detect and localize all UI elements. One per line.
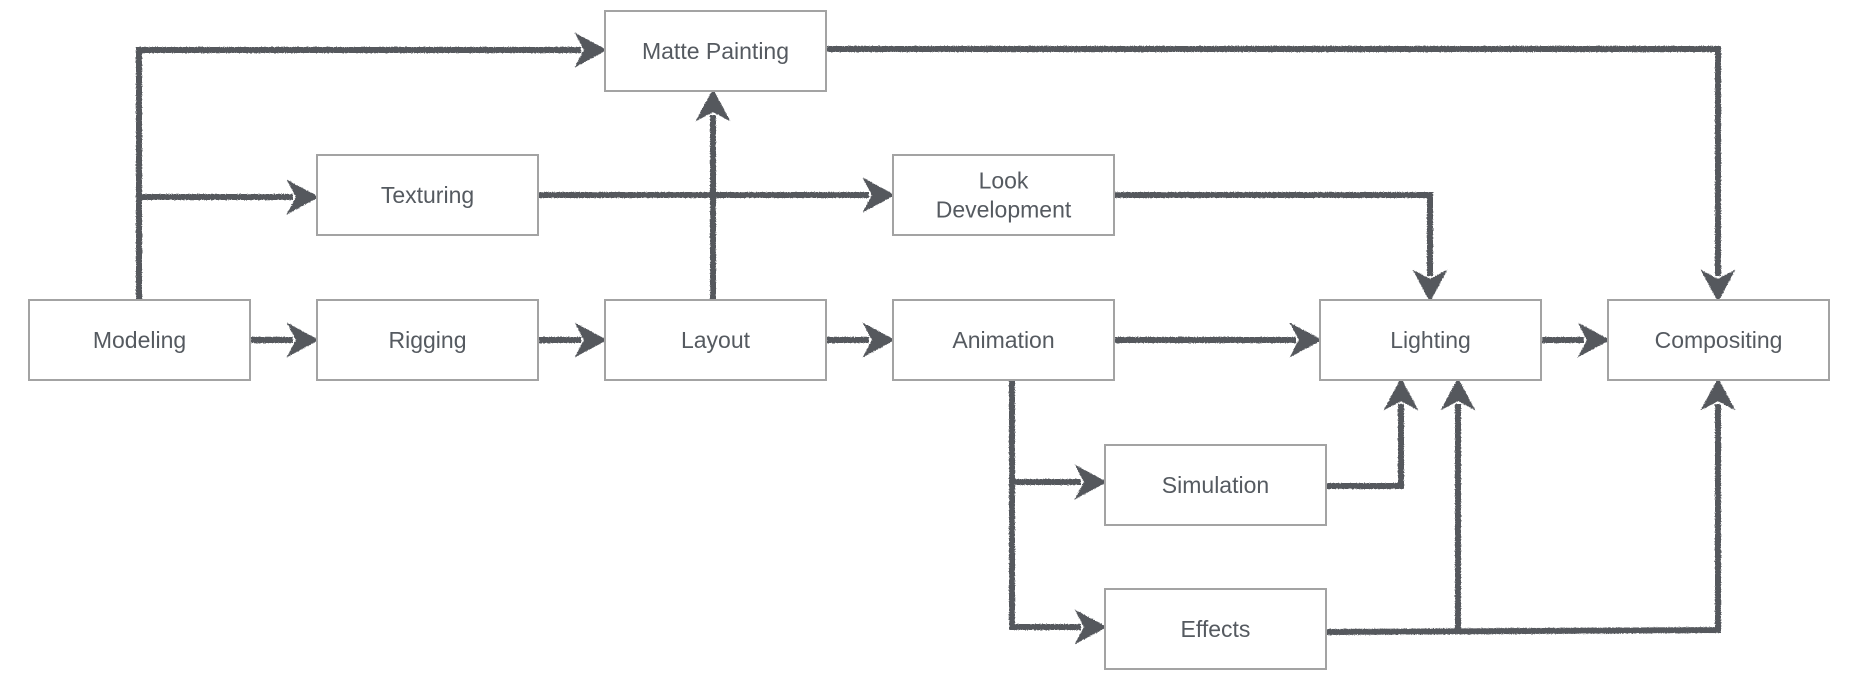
arrow-layout-to-animation bbox=[827, 322, 896, 358]
arrowhead bbox=[862, 177, 896, 213]
node-box bbox=[1319, 299, 1542, 381]
node-compositing: Compositing bbox=[1607, 299, 1830, 381]
node-label: Development bbox=[936, 197, 1072, 223]
arrow-rigging-to-layout bbox=[539, 322, 608, 358]
arrowhead bbox=[1383, 377, 1419, 411]
arrow-line bbox=[1115, 192, 1433, 276]
arrowhead bbox=[1577, 322, 1611, 358]
arrow-line bbox=[1009, 380, 1081, 485]
node-box bbox=[604, 299, 827, 381]
node-box bbox=[892, 154, 1115, 236]
arrowhead bbox=[574, 32, 608, 68]
node-box bbox=[316, 154, 539, 236]
node-label: Animation bbox=[952, 327, 1054, 353]
arrow-modeling-to-texturing bbox=[139, 179, 320, 215]
node-box bbox=[892, 299, 1115, 381]
arrow-matte-painting-to-compositing bbox=[827, 46, 1736, 303]
arrow-line bbox=[1325, 404, 1721, 635]
arrowhead bbox=[1412, 269, 1448, 303]
arrow-animation-to-effects bbox=[1009, 482, 1108, 645]
arrowhead bbox=[286, 179, 320, 215]
node-label: Matte Painting bbox=[642, 38, 789, 64]
node-animation: Animation bbox=[892, 299, 1115, 381]
arrow-modeling-to-rigging bbox=[251, 322, 320, 358]
node-label: Effects bbox=[1181, 616, 1251, 642]
node-lighting: Lighting bbox=[1319, 299, 1542, 381]
arrow-simulation-to-lighting bbox=[1326, 377, 1419, 489]
node-layout: Layout bbox=[604, 299, 827, 381]
node-label: Rigging bbox=[389, 327, 467, 353]
node-texturing: Texturing bbox=[316, 154, 539, 236]
node-label: Compositing bbox=[1655, 327, 1783, 353]
arrowhead bbox=[286, 322, 320, 358]
arrowhead bbox=[1289, 322, 1323, 358]
node-label: Texturing bbox=[381, 182, 474, 208]
node-label: Layout bbox=[681, 327, 751, 353]
node-box bbox=[1104, 588, 1327, 670]
node-modeling: Modeling bbox=[28, 299, 251, 381]
arrow-animation-to-lighting bbox=[1115, 322, 1323, 358]
node-box bbox=[1607, 299, 1830, 381]
node-label: Look bbox=[979, 168, 1029, 194]
node-box bbox=[1104, 444, 1327, 526]
arrow-layout-to-matte-painting bbox=[695, 88, 731, 300]
node-label: Modeling bbox=[93, 327, 186, 353]
arrow-effects-to-lighting bbox=[1440, 377, 1476, 630]
arrowhead bbox=[574, 322, 608, 358]
arrow-line bbox=[136, 47, 581, 300]
node-simulation: Simulation bbox=[1104, 444, 1327, 526]
arrowhead bbox=[1700, 269, 1736, 303]
node-effects: Effects bbox=[1104, 588, 1327, 670]
arrow-lighting-to-compositing bbox=[1542, 322, 1611, 358]
arrow-line bbox=[827, 46, 1721, 276]
arrow-animation-to-simulation bbox=[1009, 380, 1108, 500]
arrowhead bbox=[1074, 464, 1108, 500]
arrow-line bbox=[1326, 404, 1404, 489]
arrowhead bbox=[1074, 609, 1108, 645]
arrow-modeling-to-matte-painting bbox=[136, 32, 608, 300]
node-box bbox=[28, 299, 251, 381]
node-label: Simulation bbox=[1162, 472, 1269, 498]
arrow-look-development-to-lighting bbox=[1115, 192, 1448, 303]
arrow-line bbox=[1009, 482, 1081, 630]
arrow-effects-to-compositing bbox=[1325, 377, 1736, 635]
connector-arrows bbox=[136, 32, 1736, 645]
arrowhead bbox=[1700, 377, 1736, 411]
node-box bbox=[316, 299, 539, 381]
node-box bbox=[604, 10, 827, 92]
node-rigging: Rigging bbox=[316, 299, 539, 381]
node-matte-painting: Matte Painting bbox=[604, 10, 827, 92]
arrowhead bbox=[695, 88, 731, 122]
arrow-texturing-to-look-development bbox=[539, 177, 896, 213]
arrowhead bbox=[862, 322, 896, 358]
arrowhead bbox=[1440, 377, 1476, 411]
node-label: Lighting bbox=[1390, 327, 1471, 353]
